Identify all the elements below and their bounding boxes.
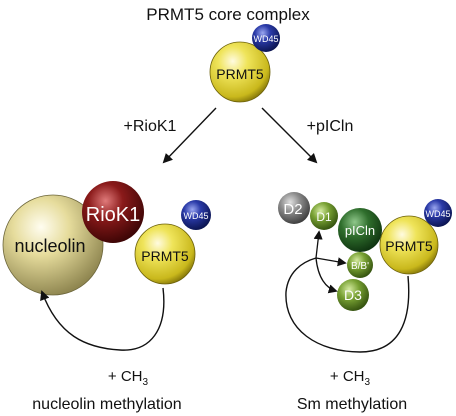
wd45-label-top: WD45	[253, 34, 278, 44]
nucleolin-sphere	[2, 194, 104, 296]
d3-label: D3	[344, 287, 362, 303]
wd45-sphere-left	[181, 200, 211, 230]
arrow-right-branch	[261, 107, 318, 164]
prmt5-sphere-top	[209, 41, 271, 103]
picln-sphere	[338, 208, 382, 252]
arrow-left-branch	[162, 107, 217, 164]
wd45-label-right: WD45	[425, 209, 450, 219]
bb-label: B/B'	[351, 261, 369, 272]
wd45-sphere-right	[424, 199, 452, 227]
wd45-sphere-top	[252, 24, 280, 52]
methyl-label-left: + CH3	[108, 368, 149, 388]
d2-sphere	[278, 192, 310, 224]
methylation-arrow-left	[40, 287, 165, 351]
prmt5-sphere-right	[379, 215, 439, 275]
left-complex: nucleolin RioK1 PRMT5 WD45 + CH3 nucleol…	[2, 181, 211, 413]
diagram-title: PRMT5 core complex	[146, 5, 310, 24]
riok1-sphere	[82, 181, 144, 243]
arrow-to-d1	[313, 230, 323, 259]
wd45-label-left: WD45	[183, 211, 208, 221]
d1-label: D1	[316, 210, 332, 224]
picln-label: pICln	[345, 223, 375, 238]
arrow-to-bb	[315, 257, 347, 267]
d1-sphere	[310, 202, 338, 230]
sm-methylation-caption: Sm methylation	[297, 396, 407, 413]
riok1-arrow-label: +RioK1	[124, 118, 177, 135]
picln-arrow-label: +pICln	[307, 118, 354, 135]
methylation-arrow-right	[285, 257, 410, 353]
nucleolin-methylation-caption: nucleolin methylation	[32, 396, 181, 413]
prmt5-label-left: PRMT5	[141, 248, 189, 264]
riok1-label: RioK1	[86, 204, 140, 226]
prmt5-label-right: PRMT5	[385, 238, 433, 254]
top-complex: PRMT5 WD45	[209, 24, 280, 103]
d3-sphere	[337, 279, 369, 311]
bb-sphere	[347, 252, 373, 278]
arrow-to-d3	[315, 257, 338, 294]
prmt5-sphere-left	[134, 223, 196, 285]
d2-label: D2	[283, 201, 302, 218]
methyl-label-right: + CH3	[330, 368, 371, 388]
prmt5-label-top: PRMT5	[216, 66, 264, 82]
right-complex: D2 D1 pICln PRMT5 WD45 B/B' D3 + CH3 Sm …	[278, 192, 452, 413]
nucleolin-label: nucleolin	[14, 236, 85, 256]
